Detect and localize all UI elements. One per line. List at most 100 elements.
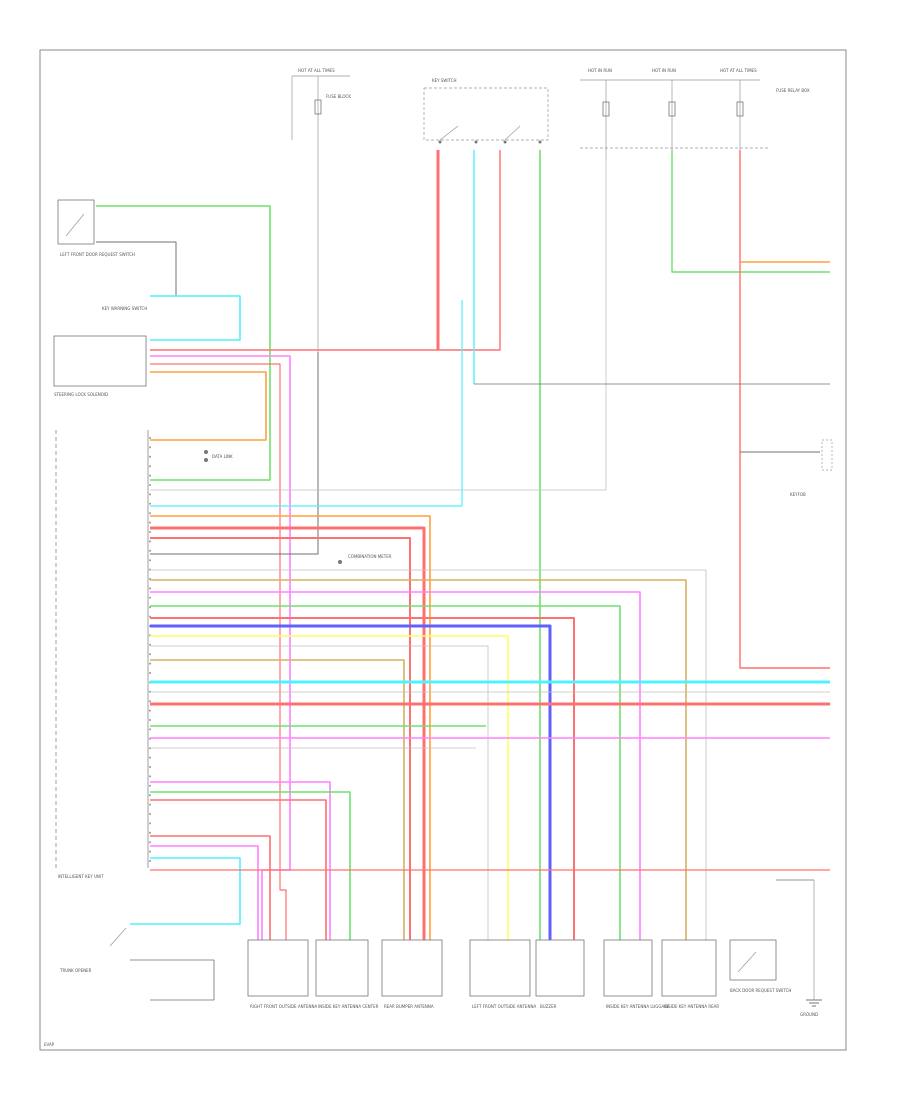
connector-pin [149, 719, 151, 721]
switch-icon [438, 125, 542, 144]
connector-pin [149, 700, 151, 703]
wire-red-unit-3 [150, 617, 575, 940]
wire-red-solenoid [150, 150, 501, 351]
connector-pin [149, 709, 151, 712]
wire-green-door-switch [96, 205, 271, 481]
connector-pin [149, 455, 151, 458]
wire-red-unit-2 [150, 537, 411, 940]
ground-icon [806, 880, 822, 1007]
wire-red-unit-1 [150, 526, 426, 940]
connector-pin [149, 446, 151, 449]
label-rear-bumper-antenna: REAR BUMPER ANTENNA [384, 1004, 434, 1009]
connector-pin [149, 831, 151, 834]
label-hot-at-all-times-2: HOT AT ALL TIMES [720, 68, 757, 73]
label-combination-meter: COMBINATION METER [348, 554, 392, 559]
intelligent-key-unit: INTELLIGENT KEY UNIT [55, 430, 151, 879]
diagram-frame [39, 49, 847, 1051]
wire-pink-center [150, 781, 331, 940]
wire-cyan-unit [150, 300, 463, 507]
wire-orange-unit [150, 515, 431, 940]
connector-pin [149, 540, 151, 543]
label-trunk-opener: TRUNK OPENER [59, 968, 92, 973]
wire-black-trunk [130, 959, 215, 1001]
label-ground: GROUND [800, 1012, 818, 1017]
data-link-connector: DATA LINK [204, 450, 233, 462]
connector-pin [149, 437, 151, 439]
connector-pin [149, 502, 151, 505]
label-key-warning-switch: KEY WARNING SWITCH [102, 306, 147, 311]
connector-pin [149, 643, 151, 646]
trunk-opener-switch: TRUNK OPENER [59, 927, 127, 973]
wire-orange-solenoid [150, 371, 267, 441]
connector-pin [149, 766, 151, 768]
connector-pin [149, 587, 151, 590]
top-power-section: HOT AT ALL TIMES FUSE BLOCK KEY SWITCH H… [291, 68, 810, 352]
wire-pink-unit [150, 591, 641, 940]
wire-grey-run [150, 150, 607, 491]
connector-pin [149, 728, 151, 731]
connector-pin [149, 775, 151, 778]
connector-pin [149, 672, 151, 674]
connector-pin [149, 559, 151, 562]
connector-pin [149, 549, 151, 552]
label-buzzer: BUZZER [540, 1004, 557, 1009]
wire-blue-unit [150, 624, 552, 940]
wire-red-right-front [150, 835, 271, 940]
wire-yellow-unit [150, 635, 509, 940]
label-key-switch: KEY SWITCH [432, 78, 457, 83]
bottom-components: RIGHT FRONT OUTSIDE ANTENNA INSIDE KEY A… [247, 880, 822, 1017]
label-back-door-request-switch: BACK DOOR REQUEST SWITCH [730, 988, 791, 993]
key-warning-switch: KEY WARNING SWITCH [102, 306, 147, 311]
wire-black-hot [150, 352, 319, 555]
steering-lock-solenoid: STEERING LOCK SOLENOID [53, 335, 147, 397]
wire-tan-unit [150, 579, 687, 940]
wire-grey-unit [150, 569, 707, 940]
wire-tan-unit-2 [150, 659, 405, 940]
switch-icon [109, 927, 127, 947]
connector-pin [149, 813, 151, 815]
label-hot-in-run-1: HOT IN RUN [588, 68, 612, 73]
keyfob-component: KEYFOB [790, 439, 833, 497]
label-hot-in-run-2: HOT IN RUN [652, 68, 676, 73]
left-front-door-switch: LEFT FRONT DOOR REQUEST SWITCH [57, 199, 135, 257]
connector-pin [149, 521, 151, 524]
label-fuse-relay-box: FUSE RELAY BOX [776, 88, 810, 93]
connector-pin [149, 531, 151, 533]
label-keyfob: KEYFOB [790, 492, 806, 497]
wire-pink-right-front [150, 845, 259, 940]
wire-cyan-key-warning [150, 295, 241, 341]
fuse-icon [314, 99, 322, 115]
wire-red-solenoid-2 [150, 363, 287, 940]
label-inside-key-antenna-center: INSIDE KEY ANTENNA CENTER [318, 1004, 379, 1009]
key-switch-box [423, 87, 549, 141]
label-inside-key-antenna-rear: INSIDE KEY ANTENNA REAR [664, 1004, 719, 1009]
wire-green-center [150, 791, 351, 940]
wire-green-unit [150, 605, 621, 940]
connector-pin [149, 662, 151, 665]
connector-pin [149, 512, 151, 515]
connector-pin [149, 465, 151, 468]
connector-pin [149, 794, 151, 797]
label-steering-lock-solenoid: STEERING LOCK SOLENOID [54, 392, 108, 397]
connector-pin [149, 784, 151, 787]
switch-icon [65, 213, 85, 237]
wire-green-run-2 [671, 150, 830, 273]
wire-pink-solenoid [150, 355, 291, 940]
connector-pin [149, 850, 151, 853]
label-fuse-block-top: FUSE BLOCK [326, 94, 351, 99]
connector-pin [149, 803, 151, 806]
wire-red-all-times [739, 150, 830, 669]
label-intelligent-key-unit: INTELLIGENT KEY UNIT [58, 874, 104, 879]
label-right-front-outside-antenna: RIGHT FRONT OUTSIDE ANTENNA [250, 1004, 318, 1009]
label-left-front-outside-antenna: LEFT FRONT OUTSIDE ANTENNA [472, 1004, 536, 1009]
connector-pin [149, 822, 151, 825]
label-left-front-door-switch: LEFT FRONT DOOR REQUEST SWITCH [60, 252, 135, 257]
connector-pin [149, 756, 151, 759]
wire-black-door-switch [96, 241, 177, 296]
wire-cyan-trunk [130, 857, 241, 925]
combination-meter-connector: COMBINATION METER [338, 554, 392, 564]
label-inside-key-antenna-luggage: INSIDE KEY ANTENNA LUGGAGE [606, 1004, 670, 1009]
wire-harness [96, 150, 830, 1001]
label-data-link: DATA LINK [212, 454, 233, 459]
label-hot-at-all-times-1: HOT AT ALL TIMES [298, 68, 335, 73]
